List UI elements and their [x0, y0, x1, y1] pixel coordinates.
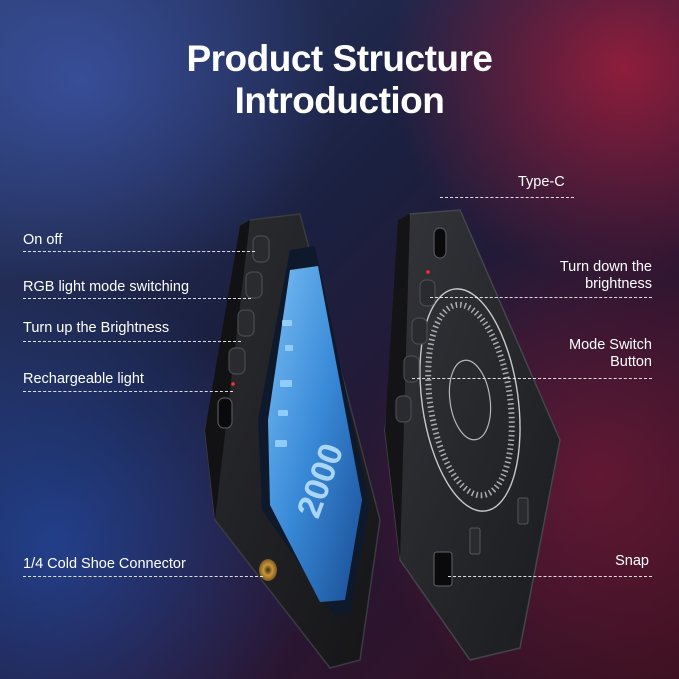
- label-cold-shoe: 1/4 Cold Shoe Connector: [23, 556, 186, 572]
- leader-line-brightness-up: [23, 341, 241, 342]
- label-rgb-mode: RGB light mode switching: [23, 279, 190, 295]
- label-mode-switch-1: Mode Switch: [568, 337, 652, 353]
- magnetic-ring: [419, 288, 521, 512]
- leader-line-type-c: [440, 197, 574, 198]
- leader-line-rechargeable: [23, 391, 233, 392]
- leader-line-on-off: [23, 251, 255, 252]
- right-device: [384, 209, 561, 661]
- leader-line-cold-shoe: [23, 576, 263, 577]
- leader-line-brightness-down: [430, 297, 652, 298]
- label-brightness-up: Turn up the Brightness: [23, 320, 170, 336]
- leader-line-mode-switch: [412, 378, 652, 379]
- label-mode-switch-2: Button: [610, 354, 652, 370]
- title-line-1: Product Structure: [186, 38, 493, 79]
- leader-line-snap: [448, 576, 652, 577]
- label-rechargeable: Rechargeable light: [23, 371, 144, 387]
- label-brightness-down-2: brightness: [585, 276, 652, 292]
- leader-line-rgb-mode: [23, 298, 251, 299]
- label-brightness-down-1: Turn down the: [559, 259, 652, 275]
- title-line-2: Introduction: [234, 80, 445, 121]
- label-snap: Snap: [615, 553, 649, 569]
- left-device: 2000: [204, 213, 381, 669]
- label-on-off: On off: [23, 232, 63, 248]
- page-title: Product Structure Introduction: [0, 38, 679, 122]
- label-type-c: Type-C: [518, 174, 565, 190]
